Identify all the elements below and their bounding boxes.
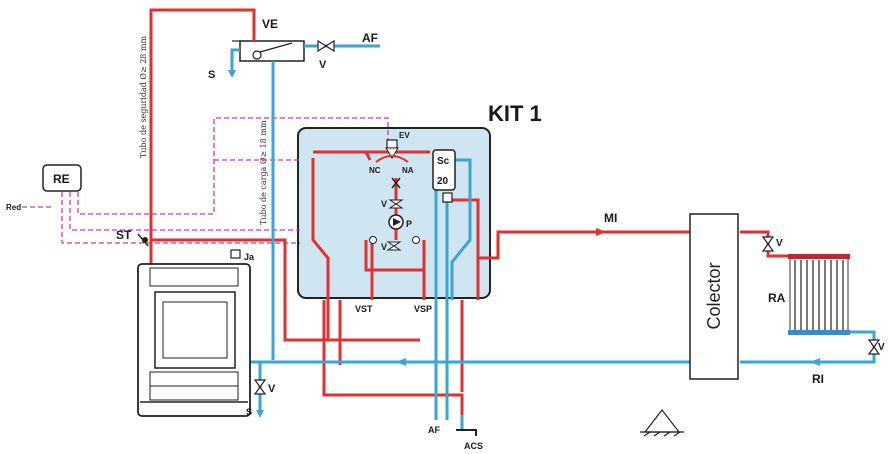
label-fill-tube: Tubo de carga Ø≥ 18 mm: [259, 120, 268, 225]
label-v-right-bottom: V: [878, 342, 885, 353]
label-v-kit1: V: [381, 199, 387, 209]
label-ri: RI: [812, 372, 824, 386]
label-na: NA: [402, 166, 414, 175]
label-acs: ACS: [464, 441, 483, 451]
cold-pipes: [140, 44, 876, 430]
label-red: Red: [6, 203, 21, 212]
ground-support: [640, 409, 684, 437]
label-ve: VE: [262, 17, 278, 31]
flow-arrows: [228, 70, 820, 418]
label-re: RE: [53, 172, 70, 186]
label-v-top: V: [319, 59, 327, 71]
expansion-vessel: [232, 40, 305, 62]
control-lines: [22, 117, 389, 244]
label-s-top: S: [208, 69, 215, 81]
label-s-bottom: S: [246, 407, 252, 417]
label-vsp: VSP: [414, 304, 432, 314]
label-sc: Sc: [437, 156, 450, 167]
label-af-bottom: AF: [428, 425, 440, 435]
valves: [253, 39, 881, 395]
label-ra: RA: [768, 291, 786, 305]
label-safety-tube: Tubo de seguridad Ø≥ 28 mm: [139, 35, 148, 158]
label-vst: VST: [355, 304, 373, 314]
radiator: [788, 254, 850, 335]
label-v-kit2: V: [381, 242, 387, 252]
label-sc-num: 20: [437, 176, 449, 187]
label-nc: NC: [369, 166, 381, 175]
collector-box: [689, 213, 739, 380]
label-kit: KIT 1: [488, 101, 542, 126]
label-st: ST: [116, 228, 132, 242]
ja-sensor: [230, 249, 241, 259]
label-v-bottom: V: [268, 383, 276, 395]
st-sensor: [137, 233, 149, 247]
label-p: P: [406, 219, 412, 229]
label-ja: Ja: [244, 252, 255, 262]
label-v-right-top: V: [776, 238, 783, 249]
kit-components: [369, 139, 456, 251]
label-collector: Colector: [704, 262, 724, 329]
boiler: [137, 263, 251, 417]
label-af-top: AF: [362, 31, 378, 45]
label-ev: EV: [399, 131, 410, 140]
hot-pipes: [149, 8, 790, 415]
acs-tap: [456, 429, 477, 436]
label-mi: MI: [604, 211, 617, 225]
re-controller-box: [42, 164, 82, 192]
